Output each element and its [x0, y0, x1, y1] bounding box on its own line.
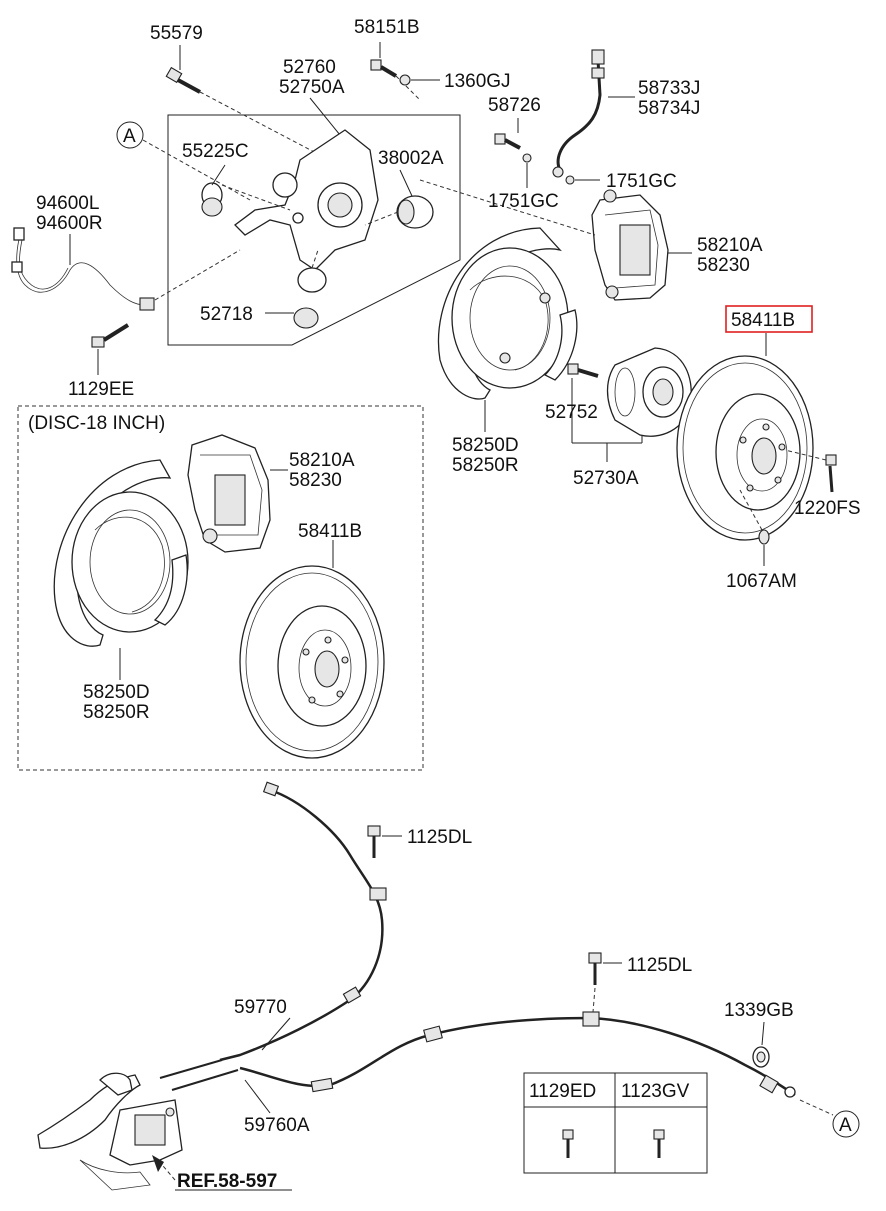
label-38002A: 38002A	[378, 148, 444, 169]
ref-arrow	[152, 1155, 292, 1191]
leader-1067AM-b	[739, 489, 763, 531]
leader-38002A	[399, 169, 413, 197]
label-d58250D: 58250D	[83, 682, 150, 703]
label-1125DL-b: 1125DL	[627, 955, 692, 976]
label-52718: 52718	[200, 304, 253, 325]
grommet-1339GB[interactable]	[752, 1046, 770, 1068]
leader-caliper-knuckle	[419, 179, 596, 236]
bolt-1125DL-b[interactable]	[588, 952, 602, 985]
nut-1360GJ[interactable]	[399, 74, 411, 86]
bushing-52718[interactable]	[293, 267, 327, 329]
label-d58250R: 58250R	[83, 702, 150, 723]
bolt-1129EE[interactable]	[91, 323, 130, 348]
disc18-brake-disc[interactable]	[239, 565, 385, 759]
label-52760: 52760	[283, 57, 336, 78]
label-1220FS: 1220FS	[794, 498, 861, 519]
label-58726: 58726	[488, 95, 541, 116]
label-94600R: 94600R	[36, 213, 103, 234]
speed-sensor-94600L[interactable]	[11, 227, 155, 311]
label-59770: 59770	[234, 997, 287, 1018]
leader-55225C	[211, 164, 226, 186]
label-1123GV: 1123GV	[621, 1081, 690, 1102]
disc18-caliper[interactable]	[187, 434, 271, 553]
label-1129ED: 1129ED	[529, 1081, 596, 1102]
washer-1067AM[interactable]	[758, 529, 770, 545]
highlight-58411B	[725, 305, 813, 333]
washer-1751GC-a[interactable]	[522, 153, 532, 163]
bolt-1125DL-a[interactable]	[367, 825, 381, 858]
label-94600L: 94600L	[36, 193, 99, 214]
leader-1220FS-b	[784, 449, 827, 461]
brake-disc-58411B[interactable]	[676, 355, 814, 541]
parking-brake-lever[interactable]	[37, 1072, 183, 1191]
label-58733J: 58733J	[638, 78, 700, 99]
label-disc-18-inch: (DISC-18 INCH)	[28, 413, 165, 434]
label-55579: 55579	[150, 23, 203, 44]
label-58411B: 58411B	[731, 310, 795, 331]
label-58151B: 58151B	[354, 17, 420, 38]
fastener-table	[523, 1072, 708, 1174]
label-d58230: 58230	[289, 470, 342, 491]
leader-1125DL-b2	[592, 987, 596, 1013]
label-1339GB: 1339GB	[724, 1000, 794, 1021]
knuckle-52760[interactable]	[234, 129, 379, 271]
cable-59770[interactable]	[159, 781, 387, 1079]
label-1129EE: 1129EE	[68, 379, 134, 400]
washer-1751GC-b[interactable]	[565, 175, 575, 185]
label-d58411B: 58411B	[298, 521, 362, 542]
backing-plate-58250D[interactable]	[437, 227, 578, 400]
label-ref-58-597[interactable]: REF.58-597	[177, 1171, 277, 1192]
leader-58151B-b	[395, 75, 421, 101]
leader-94600L-b	[154, 249, 241, 301]
caliper-58210A[interactable]	[591, 189, 669, 301]
label-58250R: 58250R	[452, 455, 519, 476]
brake-hose-58733J[interactable]	[552, 49, 605, 178]
label-58210A: 58210A	[697, 235, 763, 256]
label-52750A: 52750A	[279, 77, 345, 98]
leader-callout-a-bottom	[799, 1099, 834, 1116]
bolt-58726[interactable]	[494, 133, 521, 150]
leader-55225C-b	[221, 184, 291, 211]
label-58734J: 58734J	[638, 98, 700, 119]
label-1125DL-a: 1125DL	[407, 827, 472, 848]
label-1751GC-a: 1751GC	[488, 191, 559, 212]
label-1751GC-b: 1751GC	[606, 171, 677, 192]
leader-59760A	[244, 1079, 271, 1114]
label-callout-a-bottom: A	[839, 1115, 852, 1136]
bushing-55225C[interactable]	[201, 182, 223, 217]
bushing-38002A[interactable]	[396, 195, 434, 229]
callout-a-bottom	[832, 1110, 860, 1138]
bolt-1129ED-icon[interactable]	[562, 1129, 574, 1158]
leader-38002A-b	[364, 211, 399, 226]
leader-52760	[309, 97, 341, 136]
label-55225C: 55225C	[182, 141, 249, 162]
bolt-52752[interactable]	[567, 363, 599, 378]
label-58230: 58230	[697, 255, 750, 276]
label-59760A: 59760A	[244, 1115, 310, 1136]
disc18-backing-plate[interactable]	[53, 459, 189, 647]
label-1067AM: 1067AM	[726, 571, 797, 592]
bolt-58151B[interactable]	[370, 59, 398, 78]
bolt-1123GV-icon[interactable]	[653, 1129, 665, 1158]
label-52730A: 52730A	[573, 468, 639, 489]
leader-52718-b	[311, 249, 319, 269]
knuckle-group-box	[167, 114, 461, 346]
label-callout-a-top: A	[123, 126, 136, 147]
label-d58210A: 58210A	[289, 450, 355, 471]
leader-1339GB	[761, 1021, 765, 1046]
bolt-55579[interactable]	[165, 66, 201, 94]
hub-52730A[interactable]	[606, 347, 692, 437]
label-52752: 52752	[545, 402, 598, 423]
leader-59770	[261, 1017, 291, 1051]
callout-a-top	[116, 121, 144, 149]
label-58250D: 58250D	[452, 435, 519, 456]
cable-59760A[interactable]	[171, 1011, 796, 1098]
label-1360GJ: 1360GJ	[444, 71, 511, 92]
leader-55579	[199, 91, 321, 156]
bolt-1220FS[interactable]	[825, 454, 837, 493]
